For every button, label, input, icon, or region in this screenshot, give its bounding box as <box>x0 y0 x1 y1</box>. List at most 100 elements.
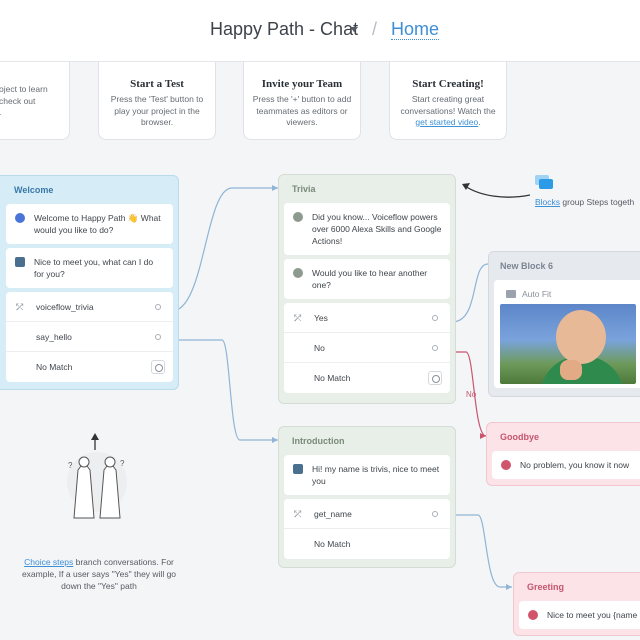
no-match-row[interactable]: No Match <box>284 529 450 559</box>
choice-row[interactable]: No <box>284 333 450 363</box>
step-text: Nice to meet you, what can I do for you? <box>34 257 154 279</box>
step-text: Would you like to hear another one? <box>312 268 428 290</box>
block-trivia[interactable]: Trivia Did you know... Voiceflow powers … <box>278 174 456 404</box>
image-step[interactable]: Auto Fit <box>494 280 640 388</box>
image-step-header: Auto Fit <box>500 284 636 304</box>
speak-icon <box>501 460 511 470</box>
block-welcome[interactable]: Welcome Welcome to Happy Path 👋 What wou… <box>0 175 179 390</box>
choice-hint-arrow-head <box>91 433 99 440</box>
hint-arrow-head <box>462 183 470 190</box>
tutorial-card-text: Press the 'Test' button to play your pro… <box>110 94 204 127</box>
port-dot-icon[interactable] <box>432 315 438 321</box>
connector-get-name <box>452 514 512 588</box>
arrow-head <box>272 437 278 443</box>
svg-text:?: ? <box>68 461 73 470</box>
connector-no <box>452 351 487 437</box>
baby-face <box>556 310 606 364</box>
tutorial-card-title: Invite your Team <box>261 78 343 90</box>
block-title: Greeting <box>527 582 565 592</box>
block-new-block-6[interactable]: New Block 6 Auto Fit <box>488 251 640 397</box>
baby-photo <box>500 304 636 384</box>
port-dot-icon[interactable] <box>432 511 438 517</box>
step-text: No problem, you know it now <box>520 460 630 470</box>
choice-row[interactable]: ⤱ Yes <box>284 303 450 333</box>
speak-step[interactable]: Welcome to Happy Path 👋 What would you l… <box>6 204 173 244</box>
speak-step[interactable]: No problem, you know it now <box>492 451 640 479</box>
port-dot-icon[interactable] <box>155 334 161 340</box>
no-match-row[interactable]: No Match <box>284 363 450 393</box>
top-bar: Happy Path - Chat / Home <box>0 0 640 62</box>
block-title: Welcome <box>14 185 54 195</box>
branch-icon: ⤱ <box>294 509 302 519</box>
arrow-head <box>480 433 486 439</box>
caret-down-icon[interactable] <box>350 27 358 32</box>
choice-steps-link[interactable]: Choice steps <box>24 557 74 567</box>
branch-icon: ⤱ <box>294 313 302 323</box>
step-text: Nice to meet you {name <box>547 610 638 620</box>
tutorial-card-create: Start Creating! Start creating great con… <box>389 62 507 140</box>
choice-label: No <box>314 343 325 353</box>
choice-label: voiceflow_trivia <box>36 302 94 312</box>
tutorial-card-text: Press the '+' button to add teammates as… <box>252 94 352 127</box>
block-introduction[interactable]: Introduction Hi! my name is trivis, nice… <box>278 426 456 568</box>
choice-steps-hint: Choice steps branch conversations. For e… <box>20 556 178 592</box>
clock-icon[interactable] <box>151 360 165 374</box>
choice-label: say_hello <box>36 332 72 342</box>
tutorial-card-text: Start creating great conversations! Watc… <box>398 94 498 129</box>
no-match-row[interactable]: No Match <box>6 352 173 382</box>
speak-step[interactable]: Did you know... Voiceflow powers over 60… <box>284 203 450 255</box>
no-match-label: No Match <box>36 362 73 372</box>
breadcrumb-home[interactable]: Home <box>391 19 440 40</box>
clock-icon[interactable] <box>428 371 442 385</box>
block-goodbye[interactable]: Goodbye No problem, you know it now <box>486 422 640 486</box>
text-step[interactable]: Hi! my name is trivis, nice to meet you <box>284 455 450 495</box>
text-step[interactable]: Nice to meet you, what can I do for you? <box>6 248 173 288</box>
tutorial-card-text: oject to learn check out . <box>0 84 48 117</box>
baby-fist <box>560 360 582 380</box>
hint-arrow <box>464 185 531 198</box>
block-title: New Block 6 <box>500 261 554 271</box>
choice-step[interactable]: ⤱ Yes No No Match <box>284 303 450 393</box>
text-icon <box>293 464 303 474</box>
port-dot-icon[interactable] <box>432 345 438 351</box>
no-branch-label: No <box>466 390 477 399</box>
team-illustration: ? ? <box>67 452 127 519</box>
choice-row[interactable]: say_hello <box>6 322 173 352</box>
breadcrumb-separator: / <box>372 19 378 39</box>
get-started-video-link[interactable]: get started video <box>415 117 479 127</box>
block-title: Goodbye <box>500 432 540 442</box>
speak-step[interactable]: Nice to meet you {name <box>519 601 640 629</box>
choice-row[interactable]: ⤱ get_name <box>284 499 450 529</box>
connector-say-hello <box>172 339 278 441</box>
text-icon <box>15 257 25 267</box>
tutorial-card-text-after: . <box>478 117 481 127</box>
port-dot-icon[interactable] <box>155 304 161 310</box>
block-greeting[interactable]: Greeting Nice to meet you {name <box>513 572 640 636</box>
speak-icon <box>293 268 303 278</box>
speak-step[interactable]: Would you like to hear another one? <box>284 259 450 299</box>
step-text: Hi! my name is trivis, nice to meet you <box>312 464 440 486</box>
blocks-hint-text: group Steps togeth <box>560 197 635 207</box>
no-match-label: No Match <box>314 373 351 383</box>
tutorial-card-partial: oject to learn check out . <box>0 62 70 140</box>
speak-icon <box>15 213 25 223</box>
choice-steps-hint-text: branch conversations. For example, If a … <box>21 557 177 591</box>
choice-step[interactable]: ⤱ get_name No Match <box>284 499 450 559</box>
tutorial-card-title: Start a Test <box>130 78 184 90</box>
block-title: Trivia <box>292 184 316 194</box>
blocks-hint: Blocks group Steps togeth <box>535 197 634 207</box>
connector-voiceflow-trivia <box>171 187 278 312</box>
block-title: Introduction <box>292 436 345 446</box>
no-match-label: No Match <box>314 539 351 549</box>
project-title[interactable]: Happy Path - Chat <box>210 19 359 39</box>
choice-label: get_name <box>314 509 352 519</box>
image-icon <box>506 290 516 298</box>
choice-step[interactable]: ⤱ voiceflow_trivia say_hello No Match <box>6 292 173 382</box>
tutorial-card-text-before: Start creating great conversations! Watc… <box>400 94 496 116</box>
blocks-link[interactable]: Blocks <box>535 197 561 207</box>
step-text: Welcome to Happy Path 👋 What would you l… <box>34 213 161 235</box>
image-fit-label: Auto Fit <box>522 289 552 299</box>
choice-row[interactable]: ⤱ voiceflow_trivia <box>6 292 173 322</box>
step-text: Did you know... Voiceflow powers over 60… <box>312 212 442 246</box>
